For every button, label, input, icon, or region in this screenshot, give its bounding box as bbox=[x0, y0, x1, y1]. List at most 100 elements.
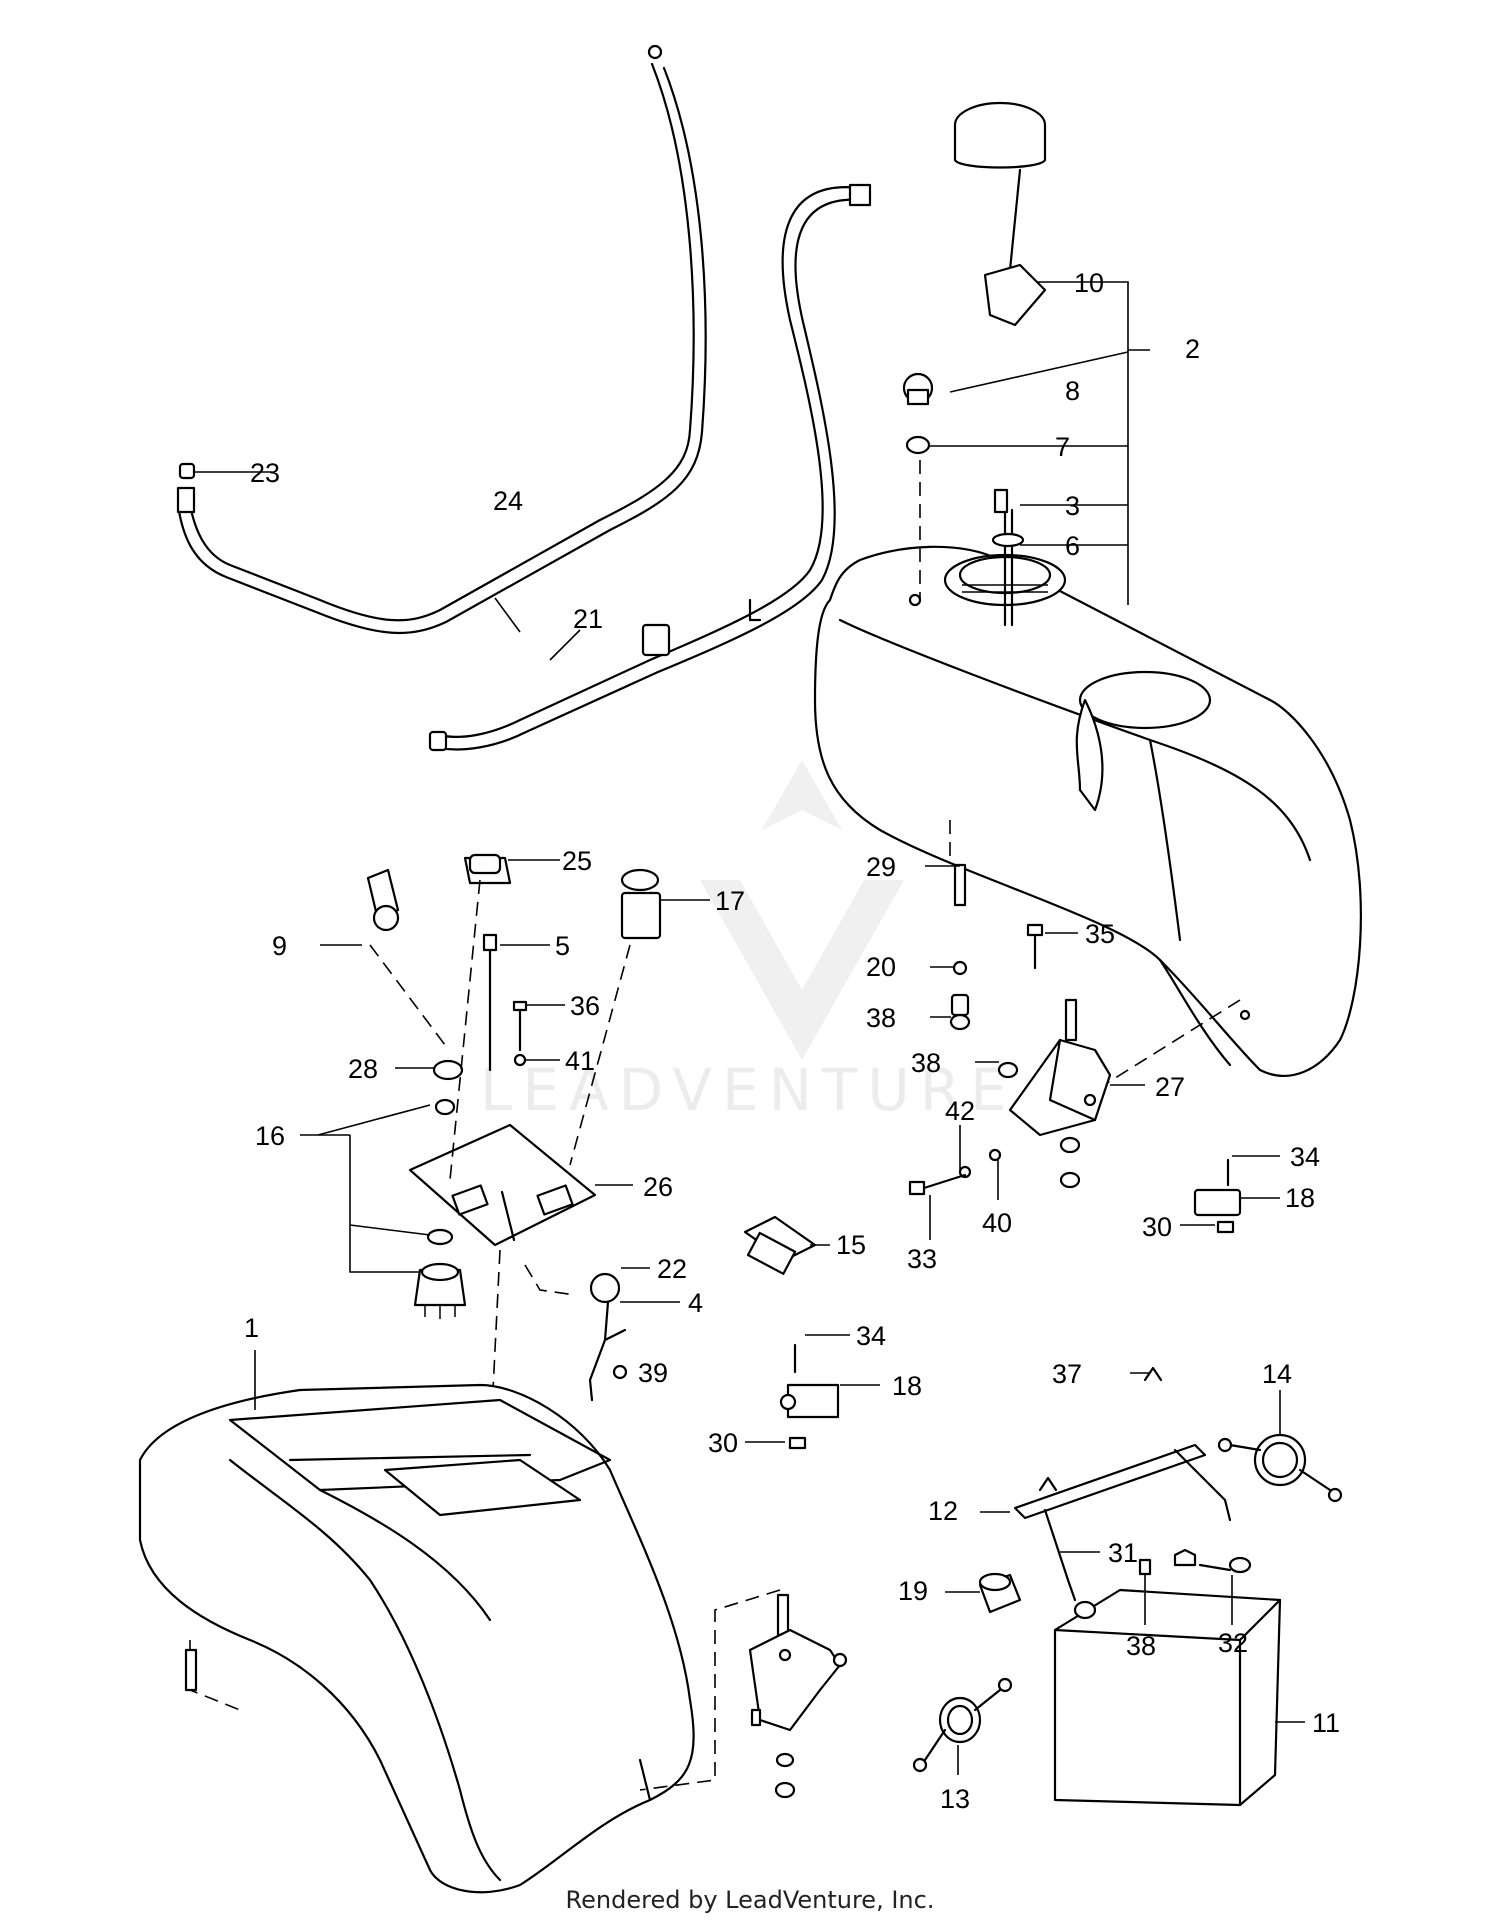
lower-bracket bbox=[748, 1628, 848, 1732]
bracket-nut bbox=[1059, 1136, 1081, 1154]
part-13-cable bbox=[912, 1677, 1013, 1773]
part-12-hold-down bbox=[1013, 1443, 1232, 1602]
callout-7: 7 bbox=[1055, 432, 1070, 462]
callout-6: 6 bbox=[1065, 531, 1080, 561]
callout-9: 9 bbox=[272, 931, 287, 961]
part-32-bolt bbox=[1198, 1556, 1252, 1574]
lower-bracket-pin bbox=[776, 1593, 790, 1637]
callout-34-upper: 34 bbox=[1290, 1142, 1320, 1172]
part-30-clip-lower bbox=[788, 1436, 807, 1450]
callout-22: 22 bbox=[657, 1254, 687, 1284]
callout-18-lower: 18 bbox=[892, 1371, 922, 1401]
part-42-washer bbox=[958, 1165, 972, 1179]
callout-4: 4 bbox=[688, 1288, 703, 1318]
callout-18-upper: 18 bbox=[1285, 1183, 1315, 1213]
callout-23: 23 bbox=[250, 458, 280, 488]
part-14-cable bbox=[1217, 1433, 1343, 1503]
part-35-screw bbox=[1026, 923, 1044, 970]
callout-37: 37 bbox=[1052, 1359, 1082, 1389]
console-pin bbox=[184, 1648, 198, 1692]
part-8-vent bbox=[902, 372, 934, 406]
callout-15: 15 bbox=[836, 1230, 866, 1260]
part-7-grommet bbox=[905, 435, 931, 455]
callout-2: 2 bbox=[1185, 334, 1200, 364]
callout-28: 28 bbox=[348, 1054, 378, 1084]
callout-39: 39 bbox=[638, 1358, 668, 1388]
watermark: LEADVENTURE bbox=[480, 760, 1017, 1124]
callout-8: 8 bbox=[1065, 376, 1080, 406]
callout-12: 12 bbox=[928, 1496, 958, 1526]
callout-3: 3 bbox=[1065, 491, 1080, 521]
part-28-nut bbox=[432, 1059, 464, 1081]
part-39-nut bbox=[612, 1364, 628, 1380]
battery-terminal bbox=[1173, 1548, 1197, 1567]
part-33-bolt bbox=[908, 1173, 967, 1196]
callout-13: 13 bbox=[940, 1784, 970, 1814]
part-22-knob bbox=[589, 1272, 621, 1304]
leader-lines bbox=[195, 281, 1305, 1775]
hold-down-nut-left bbox=[1038, 1476, 1058, 1492]
part-17-switch bbox=[620, 868, 662, 940]
callout-38-b: 38 bbox=[911, 1048, 941, 1078]
callout-38-c: 38 bbox=[1126, 1631, 1156, 1661]
callout-19: 19 bbox=[898, 1576, 928, 1606]
callout-27: 27 bbox=[1155, 1072, 1185, 1102]
part-20-washer bbox=[952, 960, 968, 976]
lower-bracket-nut bbox=[774, 1781, 796, 1799]
part-11-battery bbox=[1053, 1588, 1282, 1807]
callout-17: 17 bbox=[715, 886, 745, 916]
callout-26: 26 bbox=[643, 1172, 673, 1202]
footer-credit: Rendered by LeadVenture, Inc. bbox=[565, 1886, 935, 1914]
bracket-nut-lower bbox=[1059, 1171, 1081, 1189]
part-36-screw bbox=[512, 1000, 528, 1052]
part-1-console bbox=[138, 1383, 695, 1894]
part-15-relay bbox=[743, 1215, 817, 1275]
lower-bracket-washer bbox=[775, 1752, 795, 1768]
part-18-switch-lower bbox=[779, 1383, 840, 1419]
part-10-fuel-cap bbox=[953, 101, 1047, 327]
callout-5: 5 bbox=[555, 931, 570, 961]
watermark-text: LEADVENTURE bbox=[480, 1056, 1017, 1124]
part-18-switch-upper bbox=[1193, 1188, 1242, 1217]
part-38-nut-b bbox=[997, 1061, 1019, 1079]
callout-30-lower: 30 bbox=[708, 1428, 738, 1458]
callout-24: 24 bbox=[493, 486, 523, 516]
callout-40: 40 bbox=[982, 1208, 1012, 1238]
callout-14: 14 bbox=[1262, 1359, 1292, 1389]
part-4-lever bbox=[588, 1300, 627, 1402]
callout-16: 16 bbox=[255, 1121, 285, 1151]
callout-36: 36 bbox=[570, 991, 600, 1021]
callout-32: 32 bbox=[1218, 1628, 1248, 1658]
callout-labels: 1 2 3 4 5 6 7 8 9 10 11 12 13 14 15 16 1… bbox=[244, 268, 1340, 1814]
callout-25: 25 bbox=[562, 846, 592, 876]
callout-38-a: 38 bbox=[866, 1003, 896, 1033]
callout-1: 1 bbox=[244, 1313, 259, 1343]
part-30-clip-upper bbox=[1216, 1220, 1235, 1234]
part-16-ignition bbox=[413, 1098, 467, 1319]
callout-41: 41 bbox=[565, 1046, 595, 1076]
callout-34-lower: 34 bbox=[856, 1321, 886, 1351]
part-3-6-sender bbox=[991, 488, 1025, 627]
lower-bracket-pin-b bbox=[750, 1708, 762, 1727]
part-21-fuel-hose bbox=[428, 183, 872, 752]
part-38-nut-a bbox=[949, 1013, 971, 1031]
callout-30-upper: 30 bbox=[1142, 1212, 1172, 1242]
callout-10: 10 bbox=[1074, 268, 1104, 298]
bracket-pin bbox=[1064, 998, 1078, 1042]
callout-21: 21 bbox=[573, 604, 603, 634]
part-2-fuel-tank bbox=[813, 545, 1362, 1077]
part-26-plate bbox=[408, 1123, 597, 1247]
part-40-washer bbox=[988, 1148, 1002, 1162]
part-29-pin bbox=[953, 863, 967, 907]
part-38-nut-c bbox=[1138, 1558, 1152, 1576]
part-19-boot bbox=[978, 1572, 1022, 1614]
part-41-washer bbox=[513, 1053, 527, 1067]
callout-33: 33 bbox=[907, 1244, 937, 1274]
part-27-bracket bbox=[1008, 1038, 1112, 1137]
callout-29: 29 bbox=[866, 852, 896, 882]
callout-31: 31 bbox=[1108, 1538, 1138, 1568]
callout-42: 42 bbox=[945, 1096, 975, 1126]
callout-11: 11 bbox=[1312, 1708, 1340, 1738]
part-25-switch bbox=[463, 853, 512, 885]
